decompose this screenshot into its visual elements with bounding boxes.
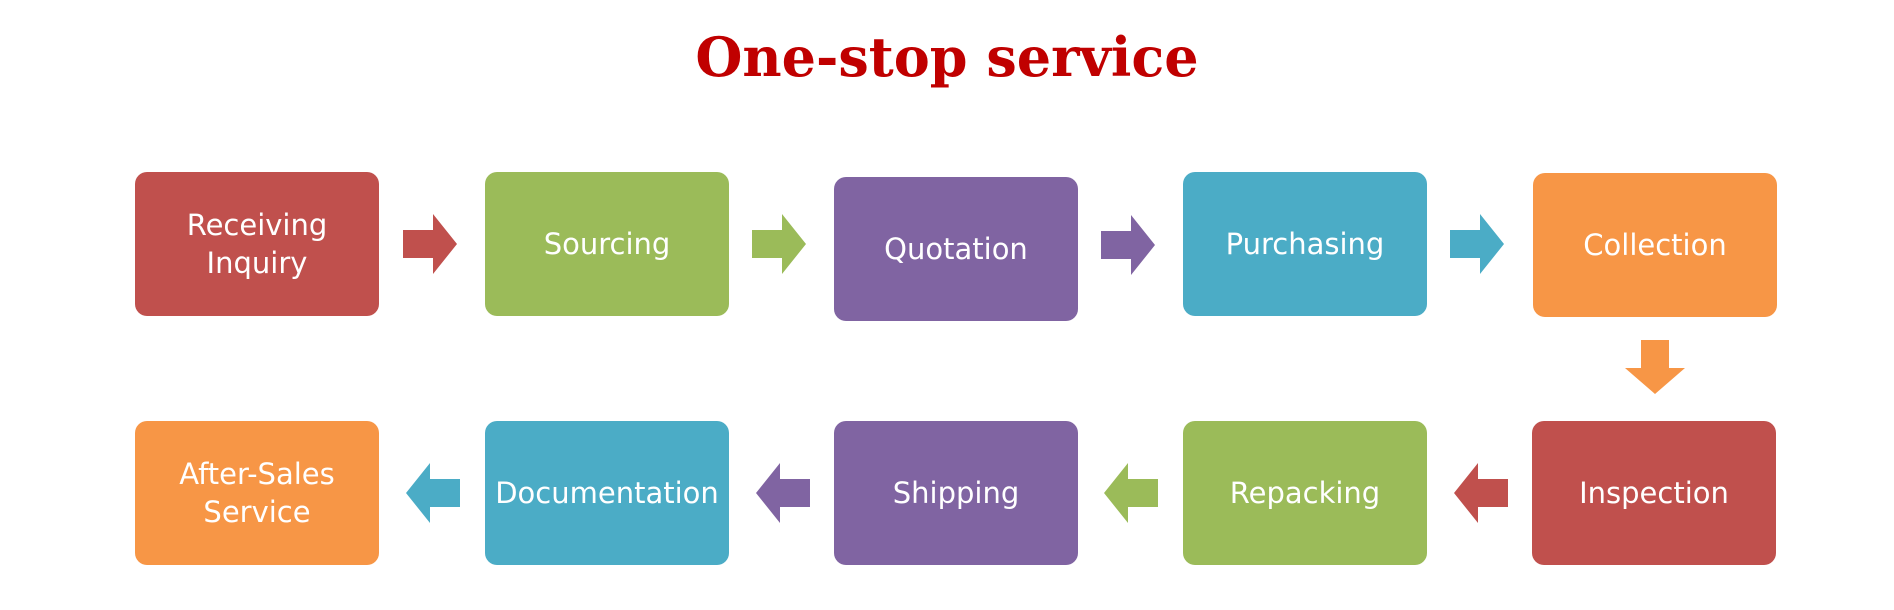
arrow-left-shape [756,463,810,523]
arrow-left-shape [406,463,460,523]
arrow-right-shape [752,214,806,274]
arrow-left-icon [1104,463,1158,523]
step-quotation: Quotation [834,177,1078,321]
arrow-left-icon [756,463,810,523]
arrow-right-icon [403,214,457,274]
arrow-down-icon [1625,340,1685,394]
step-inspection: Inspection [1532,421,1776,565]
step-purchasing: Purchasing [1183,172,1427,316]
arrow-left-icon [1454,463,1508,523]
arrow-left-icon [406,463,460,523]
arrow-right-icon [1101,215,1155,275]
step-sourcing: Sourcing [485,172,729,316]
arrow-left-shape [1104,463,1158,523]
step-after-sales-service: After-Sales Service [135,421,379,565]
arrow-right-icon [752,214,806,274]
step-documentation: Documentation [485,421,729,565]
arrow-right-icon [1450,214,1504,274]
arrow-right-shape [1101,215,1155,275]
arrow-down-shape [1625,340,1685,394]
arrow-right-shape [403,214,457,274]
step-receiving-inquiry: Receiving Inquiry [135,172,379,316]
arrow-left-shape [1454,463,1508,523]
diagram-title: One-stop service [695,25,1199,89]
step-repacking: Repacking [1183,421,1427,565]
arrow-right-shape [1450,214,1504,274]
step-shipping: Shipping [834,421,1078,565]
step-collection: Collection [1533,173,1777,317]
